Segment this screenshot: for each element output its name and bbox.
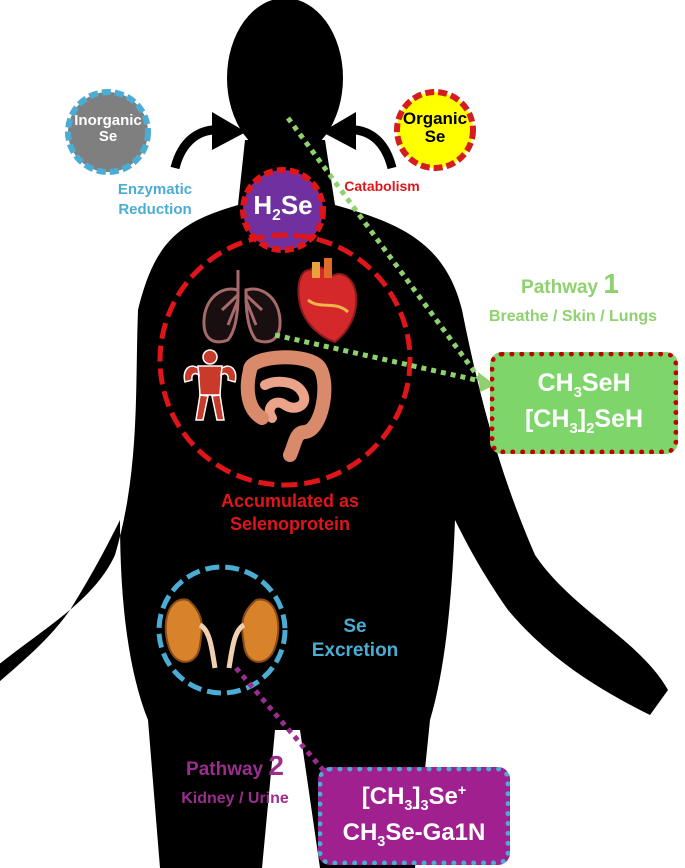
inorganic-se-circle bbox=[65, 89, 151, 175]
trimethylselenonium-formula: [CH3]3Se+ bbox=[361, 783, 467, 814]
pathway1-compounds-box: CH3SeH [CH3]2SeH bbox=[490, 352, 678, 454]
intestines-icon bbox=[240, 350, 332, 462]
muscle-figure-icon bbox=[183, 349, 237, 421]
pathway2-line bbox=[234, 666, 332, 780]
heart-icon bbox=[297, 258, 358, 344]
kidney-circle bbox=[156, 564, 288, 696]
h2se-circle bbox=[240, 167, 326, 253]
kidneys-icon bbox=[164, 598, 280, 669]
organic-line1: Organic bbox=[402, 109, 468, 128]
lungs-icon bbox=[202, 270, 282, 344]
inorganic-line1: Inorganic bbox=[74, 112, 142, 129]
organic-se-circle bbox=[394, 89, 476, 171]
body-silhouette bbox=[0, 0, 668, 868]
pathway1-route: Breathe / Skin / Lungs bbox=[488, 308, 658, 325]
se-excretion-label: Se Excretion bbox=[311, 616, 399, 661]
organic-se-label: Organic Se bbox=[397, 110, 473, 146]
right-arrow-head bbox=[322, 112, 356, 150]
enzymatic-reduction-label: Enzymatic Reduction bbox=[117, 181, 193, 218]
h2se-label: H2Se bbox=[253, 190, 313, 225]
organic-line2: Se bbox=[424, 126, 446, 146]
ch3seh-formula: CH3SeH bbox=[537, 368, 631, 401]
pathway2-compounds-box: [CH3]3Se+ CH3Se-Ga1N bbox=[318, 767, 510, 865]
pathway1-title: Pathway 1 bbox=[521, 268, 619, 299]
pathway1-arrow-head bbox=[478, 372, 495, 392]
inorganic-se-label: Inorganic Se bbox=[68, 113, 148, 145]
inorganic-line2: Se bbox=[98, 127, 118, 145]
organ-circle bbox=[157, 232, 413, 488]
accumulated-label: Accumulated as Selenoprotein bbox=[220, 491, 360, 535]
methylseleno-sugar-formula: CH3Se-Ga1N bbox=[342, 819, 486, 850]
left-arrow-head bbox=[212, 112, 246, 150]
pathway1-line-head bbox=[285, 116, 485, 384]
pathway2-route: Kidney / Urine bbox=[181, 790, 289, 807]
dimethylselenide-formula: [CH3]2SeH bbox=[524, 405, 644, 437]
pathway2-title: Pathway 2 bbox=[186, 750, 284, 781]
catabolism-label: Catabolism bbox=[344, 178, 420, 194]
